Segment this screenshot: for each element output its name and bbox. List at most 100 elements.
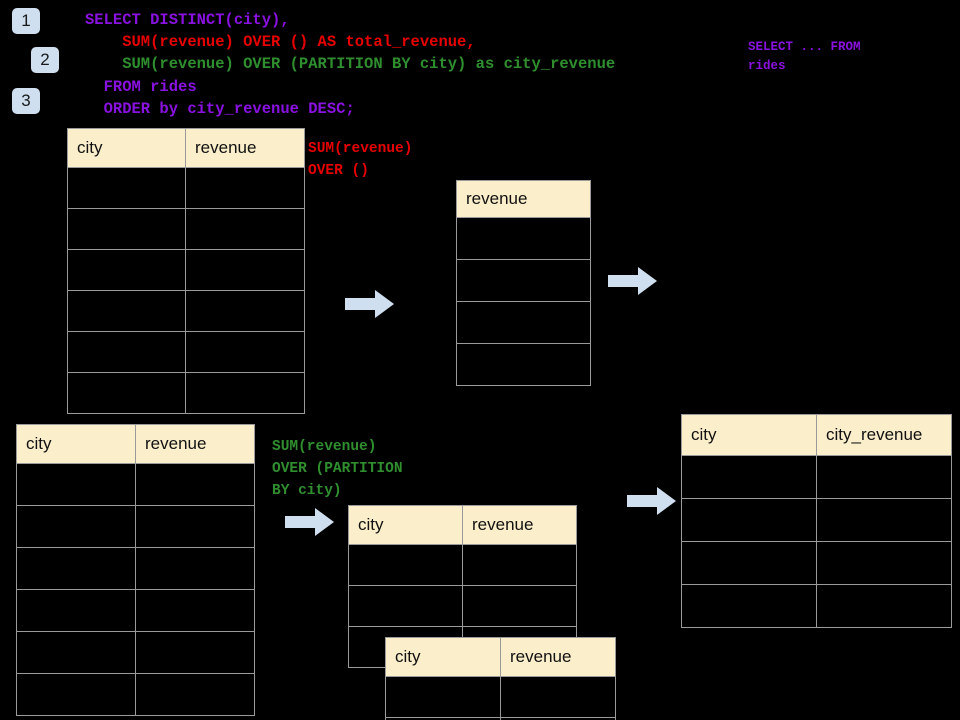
table-header-row: city revenue [16, 424, 255, 464]
table-row [456, 301, 591, 344]
arrow-total-to-result [608, 265, 658, 302]
table-row [456, 217, 591, 260]
cell-city [67, 331, 186, 373]
table-row [67, 290, 305, 332]
cell-city [16, 463, 136, 506]
cell-city [681, 541, 817, 585]
cell-revenue [185, 290, 305, 332]
cell-city [67, 290, 186, 332]
cell-city [348, 544, 463, 586]
arrow-right-icon [627, 487, 676, 515]
column-header-revenue: revenue [462, 505, 577, 545]
cell-city-revenue [816, 498, 952, 542]
arrow-source-to-total [345, 288, 395, 325]
annotation-total-revenue-line-1: SUM(revenue) [308, 141, 413, 157]
arrow-source-to-partition [285, 506, 335, 543]
cell-revenue [185, 331, 305, 373]
cell-city [16, 547, 136, 590]
table-row [681, 584, 952, 628]
total-revenue-table: revenue [456, 180, 591, 386]
table-row [681, 498, 952, 542]
cell-revenue [135, 547, 255, 590]
cell-revenue [456, 217, 591, 260]
table-header-row: city revenue [67, 128, 305, 168]
table-row [67, 208, 305, 250]
cell-city-revenue [816, 541, 952, 585]
arrow-partition-to-result [627, 485, 677, 522]
cell-revenue [185, 249, 305, 291]
cell-city [16, 673, 136, 716]
cell-revenue [135, 673, 255, 716]
column-header-revenue: revenue [135, 424, 255, 464]
table-row [16, 673, 255, 716]
cell-revenue [185, 372, 305, 414]
table-row [16, 547, 255, 590]
cell-city [681, 584, 817, 628]
cell-city [16, 505, 136, 548]
table-header-row: city revenue [385, 637, 616, 677]
table-row [681, 541, 952, 585]
column-header-city: city [385, 637, 501, 677]
cell-city [67, 249, 186, 291]
final-result-table: city city_revenue [681, 414, 952, 628]
table-row [67, 167, 305, 209]
table-row [348, 585, 577, 627]
sql-line-select: SELECT DISTINCT(city), [85, 11, 290, 29]
cell-city [16, 631, 136, 674]
table-row [681, 455, 952, 499]
cell-revenue [135, 631, 255, 674]
cell-city-revenue [816, 455, 952, 499]
table-row [16, 505, 255, 548]
sql-line-order-by: ORDER by city_revenue DESC; [85, 100, 355, 118]
cell-city [67, 208, 186, 250]
column-header-city: city [67, 128, 186, 168]
cell-revenue [462, 544, 577, 586]
cell-revenue [135, 463, 255, 506]
cell-city [385, 676, 501, 718]
annotation-total-revenue-line-2: OVER () [308, 163, 369, 179]
table-row [16, 463, 255, 506]
cell-revenue [462, 585, 577, 627]
partition-table-front: city revenue [385, 637, 616, 720]
column-header-city-revenue: city_revenue [816, 414, 952, 456]
cell-revenue [500, 676, 616, 718]
rides-source-table-bottom: city revenue [16, 424, 255, 716]
step-badge-3: 3 [12, 88, 40, 114]
sql-line-city-revenue: SUM(revenue) OVER (PARTITION BY city) as… [85, 55, 616, 73]
rides-source-table-top: city revenue [67, 128, 305, 414]
column-header-revenue: revenue [500, 637, 616, 677]
table-row [456, 259, 591, 302]
annotation-city-revenue-line-1: SUM(revenue) [272, 439, 377, 455]
table-row [16, 631, 255, 674]
step-badge-1: 1 [12, 8, 40, 34]
table-row [385, 676, 616, 718]
table-header-row: city city_revenue [681, 414, 952, 456]
cell-revenue [185, 167, 305, 209]
step-badge-2: 2 [31, 47, 59, 73]
table-row [67, 249, 305, 291]
table-row [16, 589, 255, 632]
sql-line-from: FROM rides [85, 78, 197, 96]
table-row [67, 372, 305, 414]
table-header-row: revenue [456, 180, 591, 218]
sql-line-total-revenue: SUM(revenue) OVER () AS total_revenue, [85, 33, 476, 51]
column-header-city: city [16, 424, 136, 464]
cell-city [16, 589, 136, 632]
arrow-right-icon [285, 508, 334, 536]
cell-city [67, 167, 186, 209]
cell-city [681, 455, 817, 499]
cell-revenue [500, 717, 616, 720]
cell-city [67, 372, 186, 414]
table-row [67, 331, 305, 373]
cell-city [681, 498, 817, 542]
cell-revenue [185, 208, 305, 250]
table-header-row: city revenue [348, 505, 577, 545]
cell-city-revenue [816, 584, 952, 628]
side-note-select-from-line-1: SELECT ... FROM [748, 40, 861, 54]
table-row [456, 343, 591, 386]
table-row [385, 717, 616, 720]
column-header-city: city [348, 505, 463, 545]
cell-revenue [456, 301, 591, 344]
arrow-right-icon [608, 267, 657, 295]
cell-revenue [135, 505, 255, 548]
